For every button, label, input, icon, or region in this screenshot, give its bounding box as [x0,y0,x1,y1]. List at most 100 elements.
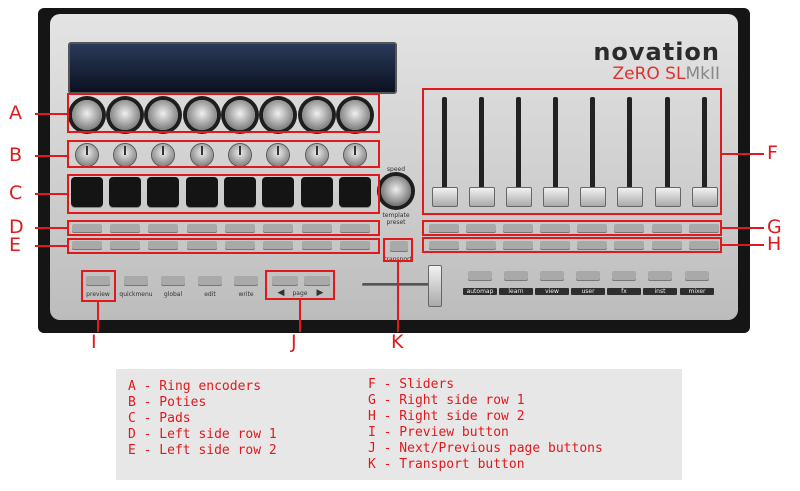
global-label: global [163,291,183,298]
callout-line-b [35,155,67,157]
write-button[interactable] [234,276,258,286]
right-row-1-button[interactable] [689,224,719,233]
automap-button[interactable] [468,271,492,281]
left-row-1-button[interactable] [110,224,140,233]
left-row-2-button[interactable] [302,241,332,250]
left-row-1-button[interactable] [187,224,217,233]
speed-dial[interactable] [381,176,411,206]
crossfader-cap[interactable] [428,265,442,307]
right-row-1-button[interactable] [429,224,459,233]
ring-encoder[interactable] [340,100,370,130]
right-row-2-button[interactable] [689,241,719,250]
edit-button[interactable] [198,276,222,286]
slider-cap[interactable] [692,187,718,207]
template-preset-label: template preset [382,212,410,226]
mixer-button[interactable] [685,271,709,281]
slider-cap[interactable] [469,187,495,207]
pad[interactable] [147,177,179,207]
legend-item: C - Pads [128,411,191,426]
ring-encoder[interactable] [187,100,217,130]
left-row-1-button[interactable] [148,224,178,233]
slider-track [665,97,670,193]
previous-page-button[interactable] [272,276,298,286]
quickmenu-button[interactable] [124,276,148,286]
potie[interactable] [114,144,136,166]
pad[interactable] [109,177,141,207]
right-row-2-button[interactable] [466,241,496,250]
preview-button[interactable] [86,276,110,286]
left-row-1-button[interactable] [225,224,255,233]
right-row-1-button[interactable] [503,224,533,233]
ring-encoder[interactable] [302,100,332,130]
ring-encoder[interactable] [263,100,293,130]
potie[interactable] [306,144,328,166]
left-row-1-button[interactable] [72,224,102,233]
left-row-2-button[interactable] [340,241,370,250]
user-label: user [571,288,605,295]
callout-letter-k: K [391,331,404,353]
pad[interactable] [262,177,294,207]
right-row-1-button[interactable] [577,224,607,233]
quickmenu-label: quickmenu [119,291,153,298]
pad[interactable] [224,177,256,207]
slider-cap[interactable] [617,187,643,207]
model-logo: ZeRO SLMkII [560,64,720,84]
potie[interactable] [191,144,213,166]
ring-encoder[interactable] [110,100,140,130]
left-row-1-button[interactable] [263,224,293,233]
callout-box-g [422,220,722,236]
right-row-1-button[interactable] [466,224,496,233]
left-row-2-button[interactable] [263,241,293,250]
potie[interactable] [76,144,98,166]
left-row-2-button[interactable] [72,241,102,250]
right-row-2-button[interactable] [540,241,570,250]
right-row-2-button[interactable] [577,241,607,250]
slider-cap[interactable] [543,187,569,207]
brand-logo: novation [593,38,720,66]
ring-encoder[interactable] [148,100,178,130]
slider-cap[interactable] [655,187,681,207]
fx-button[interactable] [612,271,636,281]
inst-button[interactable] [648,271,672,281]
legend-item: K - Transport button [368,457,525,472]
right-row-2-button[interactable] [429,241,459,250]
learn-button[interactable] [504,271,528,281]
potie[interactable] [152,144,174,166]
right-row-2-button[interactable] [503,241,533,250]
slider-track [516,97,521,193]
left-row-2-button[interactable] [187,241,217,250]
next-page-button[interactable] [304,276,330,286]
right-row-2-button[interactable] [652,241,682,250]
callout-line-h [722,244,764,246]
right-row-1-button[interactable] [540,224,570,233]
callout-line-f [722,153,764,155]
callout-line-i [97,302,99,332]
slider-cap[interactable] [580,187,606,207]
slider-cap[interactable] [432,187,458,207]
crossfader-track [362,283,437,286]
left-row-2-button[interactable] [110,241,140,250]
left-row-2-button[interactable] [148,241,178,250]
slider-cap[interactable] [506,187,532,207]
fx-label: fx [607,288,641,295]
pad[interactable] [186,177,218,207]
potie[interactable] [229,144,251,166]
left-row-1-button[interactable] [302,224,332,233]
pad[interactable] [339,177,371,207]
lcd-display [68,42,397,94]
global-button[interactable] [161,276,185,286]
pad[interactable] [301,177,333,207]
ring-encoder[interactable] [225,100,255,130]
left-row-1-button[interactable] [340,224,370,233]
ring-encoder[interactable] [72,100,102,130]
pad[interactable] [71,177,103,207]
potie[interactable] [344,144,366,166]
right-row-1-button[interactable] [614,224,644,233]
right-row-1-button[interactable] [652,224,682,233]
potie[interactable] [267,144,289,166]
transport-button[interactable] [390,241,408,252]
view-button[interactable] [540,271,564,281]
left-row-2-button[interactable] [225,241,255,250]
user-button[interactable] [576,271,600,281]
right-row-2-button[interactable] [614,241,644,250]
